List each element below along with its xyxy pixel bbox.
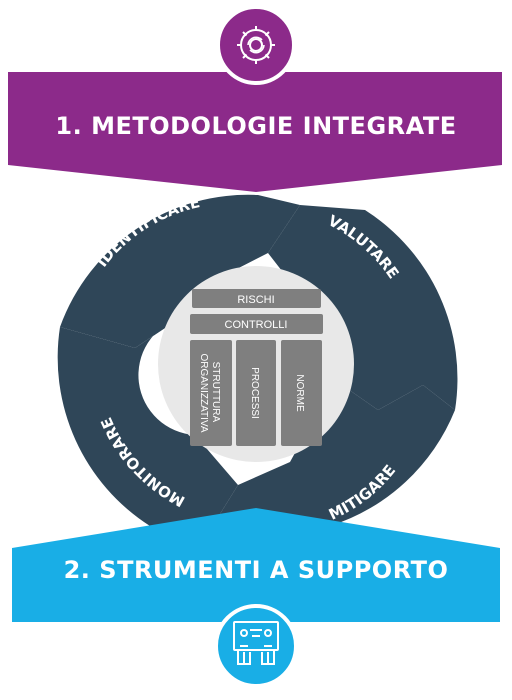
pillar-norme-label: NORME <box>294 374 305 412</box>
pillar-struttura-line2: ORGANIZZATIVA <box>198 353 209 432</box>
cycle-ring <box>57 194 458 526</box>
top-banner <box>8 5 502 192</box>
bottom-banner <box>12 508 500 688</box>
gear-cycle-icon <box>237 26 275 64</box>
presentation-board-icon <box>233 621 279 665</box>
bottom-banner-icon-badge <box>214 604 298 688</box>
pillar-struttura-label: STRUTTURA ORGANIZZATIVA <box>198 353 221 432</box>
cycle-segment-identificare <box>60 194 300 348</box>
pillar-processi <box>236 340 276 446</box>
top-banner-title: 1. METODOLOGIE INTEGRATE <box>55 112 457 140</box>
cycle-segment-valutare <box>268 205 458 410</box>
bottom-banner-shape <box>12 508 500 622</box>
row-controlli-label: CONTROLLI <box>225 319 288 331</box>
cycle-segment-mitigare <box>215 380 455 526</box>
pillar-struttura-line1: STRUTTURA <box>210 362 221 423</box>
top-banner-icon-badge <box>216 5 296 85</box>
row-rischi <box>192 289 321 308</box>
pillar-norme <box>281 340 322 446</box>
row-controlli <box>190 314 323 334</box>
pillar-struttura <box>190 340 232 446</box>
bottom-banner-title: 2. STRUMENTI A SUPPORTO <box>63 556 449 584</box>
top-banner-shape <box>8 72 502 192</box>
row-rischi-label: RISCHI <box>237 294 274 306</box>
cycle-segment-monitorare <box>57 318 238 526</box>
center-panel: RISCHI CONTROLLI STRUTTURA ORGANIZZATIVA… <box>158 266 354 462</box>
pillar-processi-label: PROCESSI <box>249 367 260 419</box>
